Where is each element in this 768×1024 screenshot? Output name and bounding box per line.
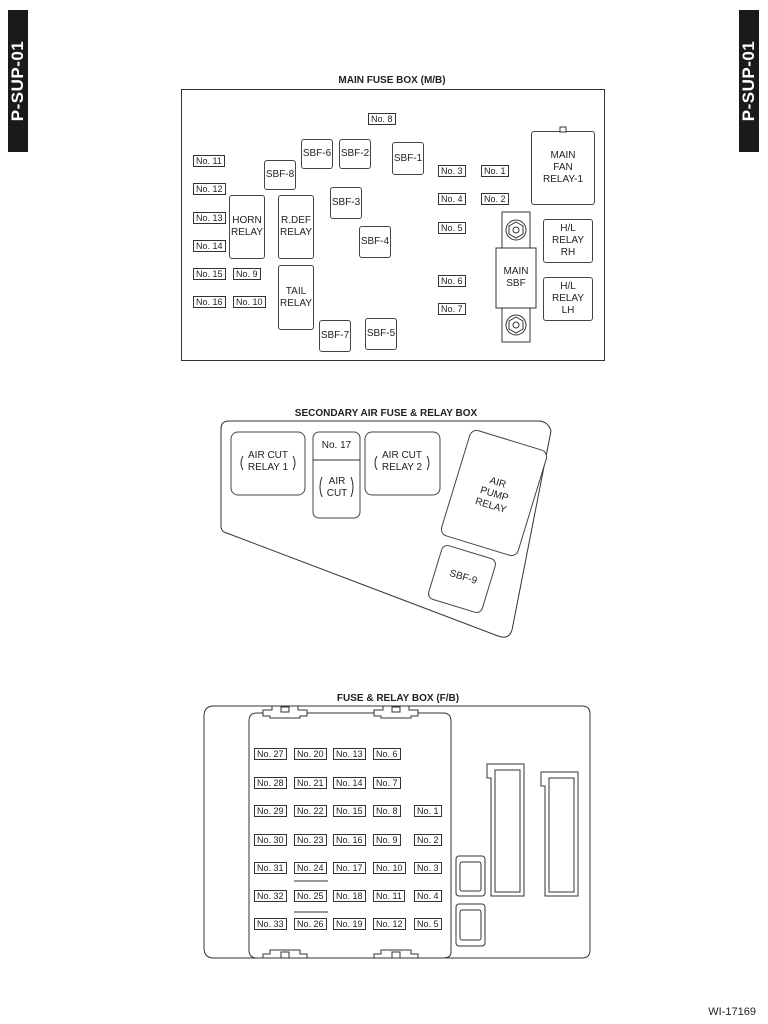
fb-fuse[interactable]: No. 13 <box>333 748 366 760</box>
fuse-no-16[interactable]: No. 16 <box>193 296 226 308</box>
fb-fuse[interactable]: No. 18 <box>333 890 366 902</box>
fb-fuse[interactable]: No. 32 <box>254 890 287 902</box>
fb-fuse[interactable]: No. 4 <box>414 890 442 902</box>
fb-fuse[interactable]: No. 30 <box>254 834 287 846</box>
fb-fuse[interactable]: No. 2 <box>414 834 442 846</box>
air-cut-fuse[interactable]: AIR CUT <box>326 476 348 499</box>
fuse-no-5[interactable]: No. 5 <box>438 222 466 234</box>
fb-fuse[interactable]: No. 10 <box>373 862 406 874</box>
fb-fuse[interactable]: No. 12 <box>373 918 406 930</box>
fb-fuse[interactable]: No. 1 <box>414 805 442 817</box>
fuse-no-14[interactable]: No. 14 <box>193 240 226 252</box>
fb-fuse[interactable]: No. 21 <box>294 777 327 789</box>
fb-fuse[interactable]: No. 16 <box>333 834 366 846</box>
sbf-8[interactable]: SBF-8 <box>264 160 296 190</box>
fuse-no-1[interactable]: No. 1 <box>481 165 509 177</box>
section-tab-left: P-SUP-01 <box>8 10 28 152</box>
fuse-no-17-air[interactable]: No. 17 <box>321 440 352 451</box>
air-cut-relay-2[interactable]: AIR CUT RELAY 2 <box>381 450 423 473</box>
fb-fuse[interactable]: No. 19 <box>333 918 366 930</box>
fuse-no-15[interactable]: No. 15 <box>193 268 226 280</box>
fuse-no-2[interactable]: No. 2 <box>481 193 509 205</box>
hl-relay-lh[interactable]: H/L RELAY LH <box>543 277 593 321</box>
fuse-no-11[interactable]: No. 11 <box>193 155 225 167</box>
fb-fuse[interactable]: No. 8 <box>373 805 401 817</box>
fb-fuse[interactable]: No. 24 <box>294 862 327 874</box>
fb-fuse[interactable]: No. 31 <box>254 862 287 874</box>
fb-fuse[interactable]: No. 25 <box>294 890 327 902</box>
fb-fuse[interactable]: No. 15 <box>333 805 366 817</box>
main-fan-relay-1[interactable]: MAIN FAN RELAY-1 <box>531 131 595 205</box>
fb-fuse[interactable]: No. 23 <box>294 834 327 846</box>
fuse-no-4[interactable]: No. 4 <box>438 193 466 205</box>
main-fuse-box-frame <box>181 89 605 361</box>
bolt-icon <box>505 314 527 336</box>
sbf-4[interactable]: SBF-4 <box>359 226 391 258</box>
fuse-no-13[interactable]: No. 13 <box>193 212 226 224</box>
fb-fuse[interactable]: No. 3 <box>414 862 442 874</box>
fb-fuse[interactable]: No. 28 <box>254 777 287 789</box>
sbf-2[interactable]: SBF-2 <box>339 139 371 169</box>
fuse-no-10[interactable]: No. 10 <box>233 296 266 308</box>
fb-fuse[interactable]: No. 26 <box>294 918 327 930</box>
fb-fuse[interactable]: No. 33 <box>254 918 287 930</box>
fb-fuse[interactable]: No. 20 <box>294 748 327 760</box>
secondary-box-title: SECONDARY AIR FUSE & RELAY BOX <box>294 408 478 419</box>
figure-code: WI-17169 <box>708 1006 756 1018</box>
fb-fuse[interactable]: No. 9 <box>373 834 401 846</box>
fb-fuse[interactable]: No. 27 <box>254 748 287 760</box>
fuse-no-3[interactable]: No. 3 <box>438 165 466 177</box>
tail-relay[interactable]: TAIL RELAY <box>278 265 314 330</box>
sbf-3[interactable]: SBF-3 <box>330 187 362 219</box>
horn-relay[interactable]: HORN RELAY <box>229 195 265 259</box>
fb-fuse[interactable]: No. 22 <box>294 805 327 817</box>
fb-box-title: FUSE & RELAY BOX (F/B) <box>336 693 460 704</box>
fuse-no-7[interactable]: No. 7 <box>438 303 466 315</box>
main-fuse-box-title: MAIN FUSE BOX (M/B) <box>338 75 446 86</box>
fuse-no-9[interactable]: No. 9 <box>233 268 261 280</box>
hl-relay-rh[interactable]: H/L RELAY RH <box>543 219 593 263</box>
main-sbf[interactable]: MAIN SBF <box>503 266 529 289</box>
fb-fuse[interactable]: No. 11 <box>373 890 405 902</box>
sbf-7[interactable]: SBF-7 <box>319 320 351 352</box>
fb-fuse[interactable]: No. 14 <box>333 777 366 789</box>
section-tab-right: P-SUP-01 <box>739 10 759 152</box>
sbf-5[interactable]: SBF-5 <box>365 318 397 350</box>
fb-fuse[interactable]: No. 6 <box>373 748 401 760</box>
sbf-1[interactable]: SBF-1 <box>392 142 424 175</box>
rdef-relay[interactable]: R.DEF RELAY <box>278 195 314 259</box>
fb-fuse[interactable]: No. 7 <box>373 777 401 789</box>
bolt-icon <box>505 219 527 241</box>
fuse-no-8[interactable]: No. 8 <box>368 113 396 125</box>
sbf-6[interactable]: SBF-6 <box>301 139 333 169</box>
fb-fuse[interactable]: No. 29 <box>254 805 287 817</box>
fb-fuse[interactable]: No. 5 <box>414 918 442 930</box>
fuse-no-12[interactable]: No. 12 <box>193 183 226 195</box>
fuse-no-6[interactable]: No. 6 <box>438 275 466 287</box>
air-cut-relay-1[interactable]: AIR CUT RELAY 1 <box>247 450 289 473</box>
fb-fuse[interactable]: No. 17 <box>333 862 366 874</box>
